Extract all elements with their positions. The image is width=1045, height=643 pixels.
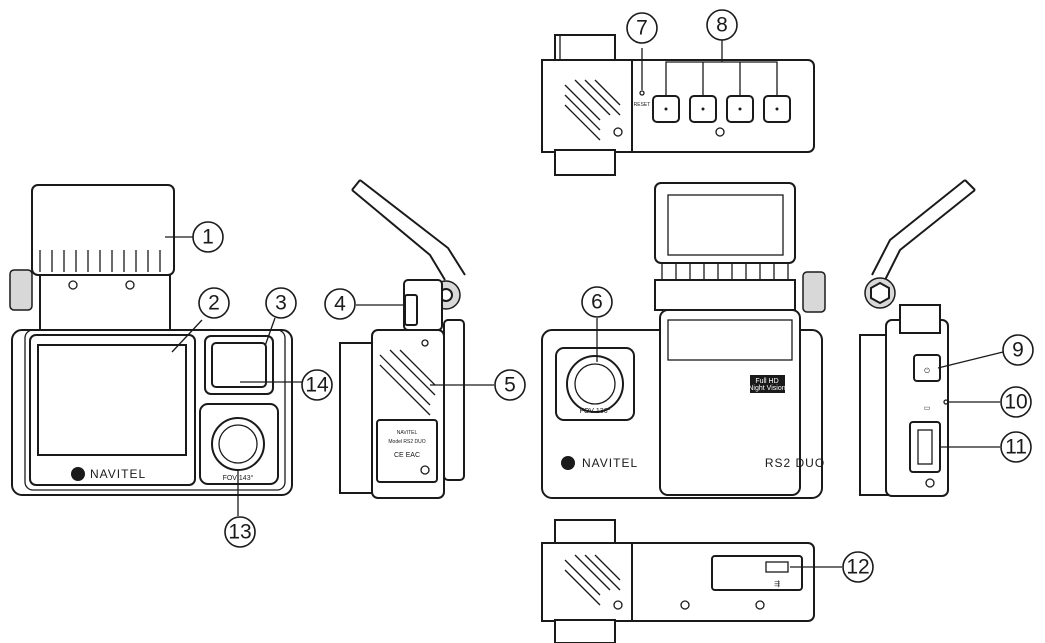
svg-text:12: 12	[846, 556, 869, 579]
top-view: RESET 7 8	[541, 9, 815, 176]
screw-icon	[715, 127, 725, 137]
callout-7	[626, 12, 658, 44]
callout-6	[581, 286, 613, 318]
screw-icon	[613, 127, 623, 137]
svg-text:11: 11	[1005, 436, 1027, 459]
usb-icon: ⇶	[774, 580, 780, 588]
svg-text:7: 7	[636, 17, 648, 40]
callout-8	[706, 9, 738, 41]
callout-13	[224, 516, 256, 548]
power-connector[interactable]	[404, 294, 418, 326]
power-icon: ⏻	[924, 367, 930, 375]
svg-text:1: 1	[202, 226, 214, 249]
front-view: Full HD Night Vision FOV 136° NAVITEL RS…	[541, 182, 826, 499]
lcd-screen	[37, 344, 187, 456]
svg-text:NAVITEL: NAVITEL	[582, 456, 638, 470]
side-speaker-grille-icon	[379, 349, 436, 416]
fov-front-label: FOV 136°	[580, 407, 611, 415]
top-speaker-grille-icon	[564, 79, 621, 141]
callout-10	[1000, 386, 1032, 418]
usb-cover	[711, 555, 803, 591]
svg-text:Full HD: Full HD	[755, 378, 778, 385]
svg-text:10: 10	[1004, 391, 1027, 414]
callout-1	[192, 221, 224, 253]
navitel-logo-front: NAVITEL	[561, 456, 638, 470]
svg-text:3: 3	[275, 292, 287, 315]
bottom-view: ⇶ 12	[541, 519, 874, 643]
left-side-view: NAVITEL Model RS2 DUO CE EAC 4 5	[324, 179, 526, 499]
ir-sensor	[211, 342, 267, 388]
callout-3	[265, 287, 297, 319]
model-label: RS2 DUO	[765, 456, 825, 470]
usb-port[interactable]	[765, 561, 789, 573]
svg-text:13: 13	[228, 521, 251, 544]
callout-2	[198, 287, 230, 319]
rear-camera-lens	[211, 417, 265, 471]
svg-text:NAVITEL: NAVITEL	[397, 430, 418, 436]
mount-ridges	[39, 250, 161, 272]
svg-text:9: 9	[1012, 339, 1024, 362]
rear-view: NAVITEL FOV 143° 1 2 3 14 13	[9, 184, 333, 548]
callout-12	[842, 551, 874, 583]
svg-text:4: 4	[334, 293, 346, 316]
callout-11	[1000, 431, 1032, 463]
callout-14	[301, 369, 333, 401]
right-side-view: ⏻ ▭ 9 10 11	[859, 179, 1034, 497]
reset-hole[interactable]	[639, 90, 645, 96]
callout-4	[324, 288, 356, 320]
reset-label: RESET	[634, 102, 651, 108]
svg-text:8: 8	[716, 14, 728, 37]
svg-text:Model RS2 DUO: Model RS2 DUO	[388, 439, 425, 445]
mount-knob-right[interactable]	[802, 271, 826, 313]
svg-text:5: 5	[504, 374, 516, 397]
full-hd-badge	[750, 375, 785, 393]
sd-card-icon: ▭	[924, 405, 931, 412]
svg-text:14: 14	[305, 374, 329, 397]
sd-card-slot[interactable]	[917, 429, 933, 465]
mount-knob-left[interactable]	[9, 269, 33, 311]
svg-text:Night Vision: Night Vision	[748, 385, 785, 392]
svg-text:2: 2	[208, 292, 220, 315]
front-mount-ridges	[661, 262, 789, 280]
svg-text:NAVITEL: NAVITEL	[90, 467, 146, 481]
bottom-speaker-grille-icon	[564, 554, 621, 606]
svg-text:6: 6	[591, 291, 603, 314]
callout-5	[494, 369, 526, 401]
navitel-logo: NAVITEL	[71, 467, 146, 481]
callout-9	[1002, 334, 1034, 366]
svg-text:CE EAC: CE EAC	[394, 452, 420, 459]
